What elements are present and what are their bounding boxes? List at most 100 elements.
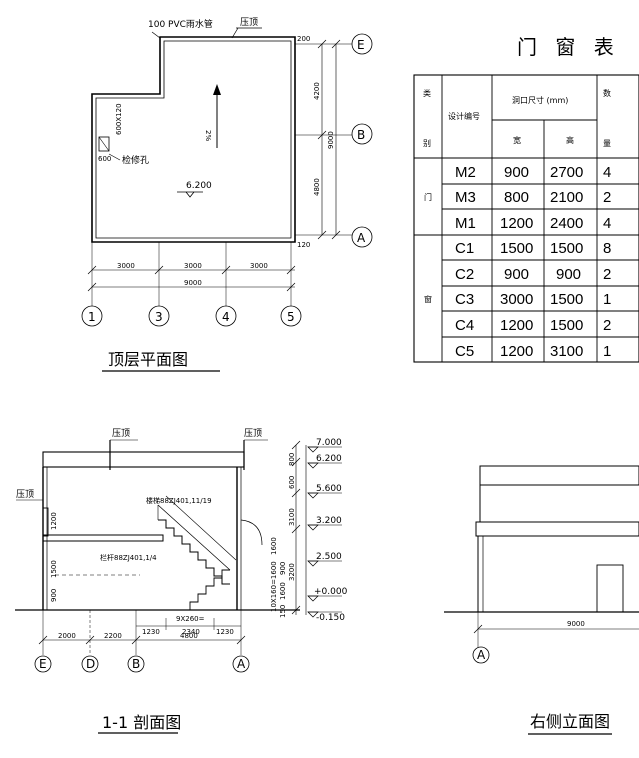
cell-qty: 1 [603, 291, 611, 308]
axis-bubble-A [351, 226, 373, 248]
vdim-600: 600 [288, 476, 296, 489]
cell-code: C3 [455, 291, 474, 308]
sec-dim-2200: 2200 [104, 632, 122, 640]
cell-width: 800 [504, 189, 529, 206]
cell-height: 2100 [550, 189, 583, 206]
section-axis-label-B: B [132, 657, 140, 671]
elev-3200: 3.200 [316, 516, 342, 526]
elev-2500: 2.500 [316, 552, 342, 562]
elev-minus-150: -0.150 [316, 613, 345, 623]
section-axis-D [81, 655, 99, 673]
section-1-1 [15, 439, 342, 734]
step-dim: 10X160=1600 [270, 561, 278, 612]
upper-volume [42, 451, 245, 468]
cell-height: 1500 [550, 240, 583, 257]
axis-bubble-5 [280, 305, 302, 327]
right-elevation-text: 9000 A 右侧立面图 [477, 620, 610, 731]
sec-dim-2000: 2000 [58, 632, 76, 640]
access-hole-label: 检修孔 [122, 154, 149, 166]
elev-5600: 5.600 [316, 484, 342, 494]
roof-outline-outer [91, 36, 296, 243]
small-dim-200: 200 [297, 35, 310, 43]
vdim-3100: 3100 [288, 508, 296, 526]
cell-width: 1500 [500, 240, 533, 257]
cell-height: 2400 [550, 215, 583, 232]
cell-height: 1500 [550, 291, 583, 308]
cell-height: 3100 [550, 343, 583, 360]
vdim-3200: 3200 [288, 563, 296, 581]
door-window-table [413, 74, 639, 363]
th-opening-size: 洞口尺寸 (mm) [512, 95, 568, 105]
cell-width: 1200 [500, 317, 533, 334]
vdim-1500: 1500 [50, 560, 58, 578]
dim-bottom-total: 9000 [184, 279, 202, 287]
cell-qty: 2 [603, 317, 611, 334]
stair-note-lower: 栏杆88ZJ401,1/4 [100, 553, 157, 562]
cell-width: 900 [504, 266, 529, 283]
stair-lower-flight [189, 569, 230, 610]
axis-bubble-E [351, 33, 373, 55]
opening-size: 600X120 [115, 103, 123, 135]
cell-width: 1200 [500, 215, 533, 232]
cell-code: C5 [455, 343, 474, 360]
th-qty-bottom: 量 [603, 139, 611, 148]
section-axis-A [232, 655, 250, 673]
axis-label-5: 5 [287, 310, 295, 324]
elev-6200: 6.200 [316, 454, 342, 464]
elevation-title: 右侧立面图 [530, 712, 610, 731]
roof-elevation: 6.200 [186, 181, 212, 191]
roof-plan [81, 27, 373, 372]
cell-height: 900 [556, 266, 581, 283]
section-roof-label-1: 压顶 [112, 428, 130, 439]
lower-roof-slab [42, 534, 164, 542]
vdim-1200: 1200 [50, 512, 58, 530]
roof-plan-text: 100 PVC雨水管 压顶 600X120 600 检修孔 2% 6.200 2… [88, 17, 366, 369]
axis-bubble-1 [81, 305, 103, 327]
roof-outline-inner [95, 40, 292, 239]
axis-label-3: 3 [155, 310, 163, 324]
table-title: 门 窗 表 [517, 35, 620, 59]
section-axis-label-A: A [237, 657, 246, 671]
th-height: 高 [566, 135, 574, 145]
section-text: 压顶 压顶 压顶 楼梯88ZJ401,11/19 栏杆88ZJ401,1/4 7… [16, 428, 348, 732]
cell-height: 1500 [550, 317, 583, 334]
dim-right-total: 9000 [327, 131, 335, 149]
access-hole [98, 136, 110, 152]
axis-label-A: A [357, 231, 366, 245]
cell-code: M3 [455, 189, 476, 206]
axis-label-E: E [357, 38, 365, 52]
cell-qty: 4 [603, 215, 611, 232]
cell-width: 900 [504, 164, 529, 181]
th-qty-top: 数 [603, 88, 611, 98]
elevation-axis-A [472, 646, 490, 664]
stair-dim-3: 1230 [216, 628, 234, 636]
elevation-dim: 9000 [567, 620, 585, 628]
axis-bubble-3 [148, 305, 170, 327]
stair-dim-2: 2340 [182, 628, 200, 636]
roof-plan-title: 顶层平面图 [108, 350, 188, 369]
axis-label-4: 4 [222, 310, 230, 324]
cell-code: M2 [455, 164, 476, 181]
cell-code: C4 [455, 317, 474, 334]
th-design-no: 设计编号 [448, 111, 480, 121]
elev-0000: +0.000 [314, 587, 348, 597]
cell-qty: 1 [603, 343, 611, 360]
stair-note-upper: 楼梯88ZJ401,11/19 [146, 496, 212, 505]
cell-code: C2 [455, 266, 474, 283]
stair-dim-1: 1230 [142, 628, 160, 636]
opening-600: 600 [98, 155, 111, 163]
cell-width: 3000 [500, 291, 533, 308]
vdim-1600: 1600 [270, 537, 278, 555]
th-category-top: 类 [423, 88, 431, 98]
th-category-bottom: 别 [423, 139, 431, 148]
elevation-axis-label: A [477, 648, 486, 662]
pvc-note: 100 PVC雨水管 [148, 18, 213, 30]
section-roof-label-3: 压顶 [16, 489, 34, 500]
slope-label: 2% [204, 130, 212, 141]
section-axis-B [127, 655, 145, 673]
cell-qty: 2 [603, 189, 611, 206]
section-title: 1-1 剖面图 [102, 713, 181, 732]
th-width: 宽 [513, 135, 521, 145]
dim-right-4200: 4200 [313, 82, 321, 100]
